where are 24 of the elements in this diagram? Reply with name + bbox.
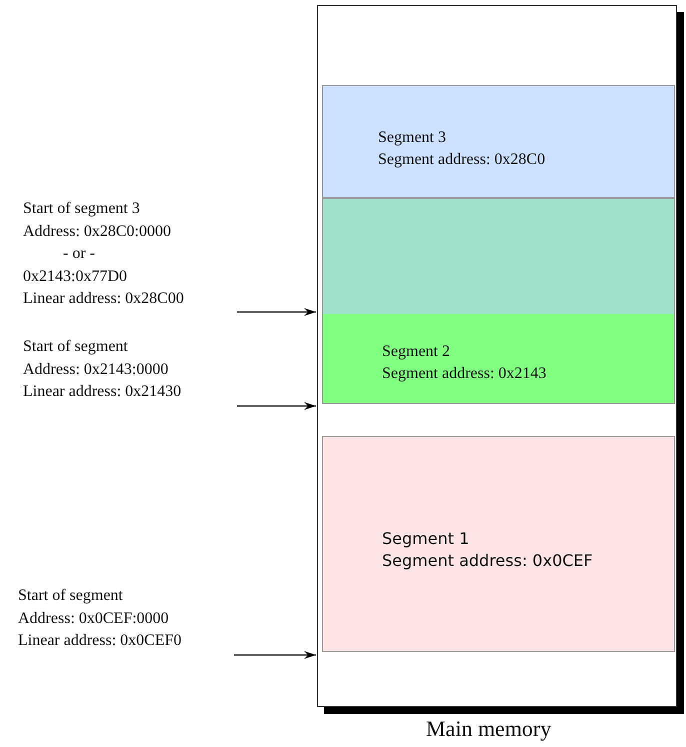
annotation-text: Start of segment <box>23 337 128 357</box>
annotation-text: Address: 0x28C0:0000 <box>23 222 171 242</box>
segment-region <box>322 198 675 404</box>
memory-label: Main memory <box>426 718 552 740</box>
segment-address: Segment address: 0x0CEF <box>382 550 593 572</box>
annotation-text: Address: 0x0CEF:0000 <box>18 608 169 628</box>
annotation-text: 0x2143:0x77D0 <box>23 266 127 286</box>
annotation-text: - or - <box>63 244 95 264</box>
annotation-text: Start of segment <box>18 586 123 606</box>
segment-address: Segment address: 0x28C0 <box>378 150 546 170</box>
arrow <box>237 308 316 316</box>
segment-name: Segment 1 <box>382 528 470 550</box>
segment-name: Segment 2 <box>382 342 450 362</box>
segment-address: Segment address: 0x2143 <box>382 364 546 384</box>
annotation-text: Linear address: 0x28C00 <box>23 289 184 309</box>
annotation-text: Linear address: 0x0CEF0 <box>18 631 182 651</box>
arrow <box>234 651 316 659</box>
annotation-text: Address: 0x2143:0000 <box>23 360 168 380</box>
segment-region <box>322 436 675 652</box>
annotation-text: Linear address: 0x21430 <box>23 382 182 402</box>
segment-region <box>322 85 675 198</box>
segment-name: Segment 3 <box>378 128 446 148</box>
arrow <box>237 402 316 410</box>
annotation-text: Start of segment 3 <box>23 199 140 219</box>
